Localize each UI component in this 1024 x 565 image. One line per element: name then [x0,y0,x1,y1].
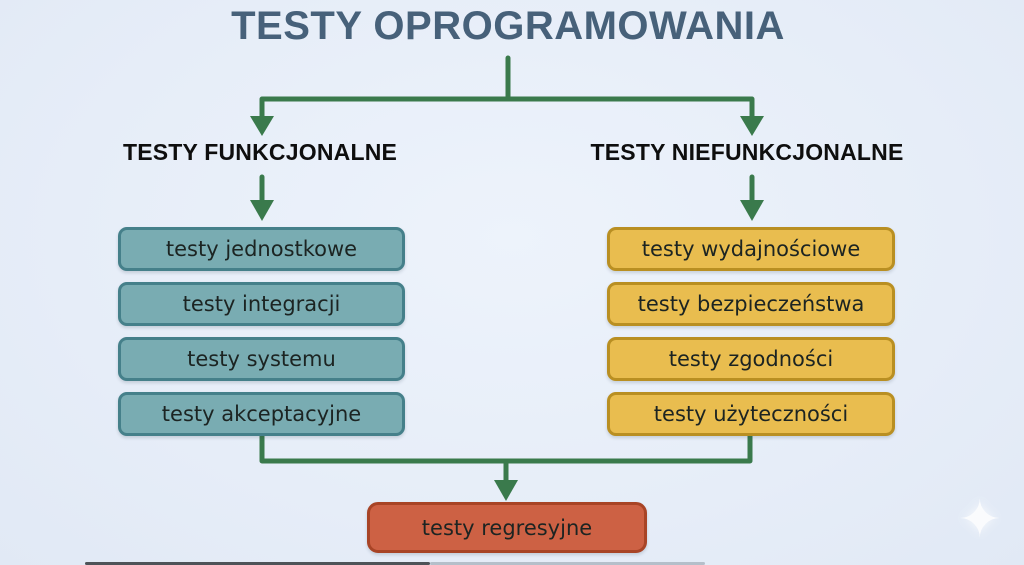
page-title: TESTY OPROGRAMOWANIA [231,4,785,48]
heading-nonfunctional-tests: TESTY NIEFUNKCJONALNE [590,139,904,165]
node-acceptance-tests: testy akceptacyjne [118,392,405,436]
arrowhead-functional-top-icon [250,116,274,136]
video-progress-elapsed [85,562,430,565]
arrowhead-regression-icon [494,480,518,501]
node-usability-tests: testy użyteczności [607,392,895,436]
node-unit-tests: testy jednostkowe [118,227,405,271]
arrowhead-nonfunctional-top-icon [740,116,764,136]
connector-merge-bar [259,433,753,464]
heading-functional-tests: TESTY FUNKCJONALNE [122,139,398,165]
arrowhead-nonfunctional-icon [740,200,764,221]
arrowhead-functional-icon [250,200,274,221]
node-security-tests: testy bezpieczeństwa [607,282,895,326]
sparkle-icon: ✦ [958,490,1002,550]
node-integration-tests: testy integracji [118,282,405,326]
video-progress-bar[interactable] [85,562,705,565]
video-progress-remaining [430,562,705,565]
node-performance-tests: testy wydajnościowe [607,227,895,271]
node-system-tests: testy systemu [118,337,405,381]
node-regression-tests: testy regresyjne [367,502,647,553]
connector-top-bar [259,96,755,124]
node-compliance-tests: testy zgodności [607,337,895,381]
